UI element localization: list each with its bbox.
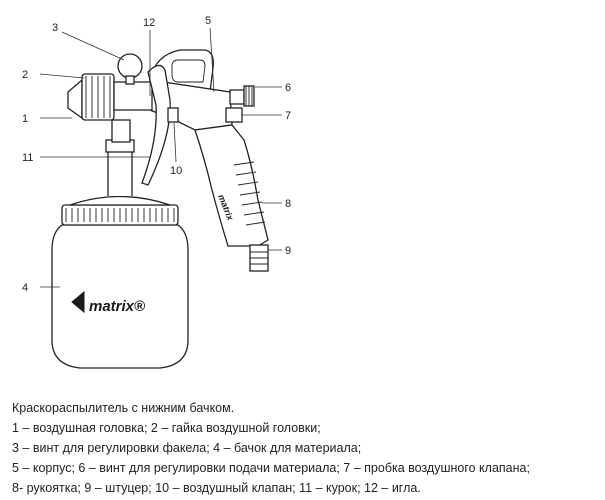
gun-body: matrix — [149, 49, 269, 272]
callout-11: 11 — [22, 152, 33, 164]
caption-line: 1 – воздушная головка; 2 – гайка воздушн… — [12, 421, 321, 435]
caption-title: Краскораспылитель с нижним бачком. — [12, 401, 235, 415]
caption-line: 3 – винт для регулировки факела; 4 – бач… — [12, 441, 362, 455]
trigger — [141, 64, 171, 186]
callout-3: 3 — [52, 22, 58, 34]
caption-line: 8- рукоятка; 9 – штуцер; 10 – воздушный … — [12, 481, 421, 495]
callout-2: 2 — [22, 69, 28, 81]
air-head-assembly — [67, 53, 153, 143]
caption-line: 5 – корпус; 6 – винт для регулировки под… — [12, 461, 530, 475]
cup-brand-text: matrix® — [89, 298, 146, 315]
callout-8: 8 — [285, 198, 291, 210]
spray-gun-diagram: matrix® matrix — [22, 15, 291, 369]
callout-4: 4 — [22, 282, 28, 294]
callout-1: 1 — [22, 113, 28, 125]
diagram-caption: Краскораспылитель с нижним бачком. 1 – в… — [12, 398, 597, 498]
leader-lines — [39, 27, 282, 288]
callout-10: 10 — [170, 165, 182, 177]
callout-5: 5 — [205, 15, 211, 27]
callout-6: 6 — [285, 82, 291, 94]
callout-labels: 1 2 3 4 5 6 7 8 9 10 11 12 — [22, 15, 291, 294]
cup-logo: matrix® — [71, 290, 146, 315]
rear-knobs — [225, 85, 255, 123]
callout-7: 7 — [285, 110, 291, 122]
paint-cup: matrix® — [51, 139, 189, 369]
callout-12: 12 — [143, 17, 155, 29]
callout-9: 9 — [285, 245, 291, 257]
air-valve — [167, 107, 179, 123]
